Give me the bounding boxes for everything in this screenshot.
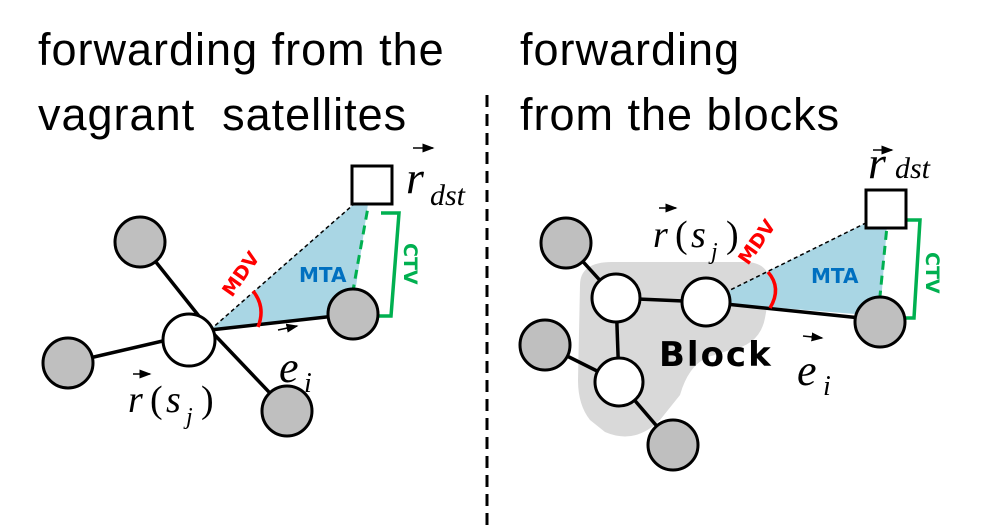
right-block-node-1 [590,272,642,324]
right-node-left [518,318,572,372]
right-rsj-r: r [653,214,668,256]
right-title-line2: from the blocks [520,89,840,140]
left-node-sj [161,312,217,368]
left-title-line1: forwarding from the [38,24,445,75]
right-mdv-arc [766,270,778,309]
right-node-top [539,216,593,270]
left-mta-label: MTA [299,263,347,287]
left-destination-square [350,164,394,206]
left-ei-e: e [279,343,299,392]
block-label: Block [659,335,773,375]
right-ctv-label: CTV [921,252,943,294]
right-ctv-dashed [878,215,890,297]
right-block-node-2 [680,276,732,328]
left-dst-sub: dst [430,179,466,212]
right-mdv-label: MDV [734,216,781,269]
left-ei-i: i [304,368,312,399]
right-ei-arrow [802,332,824,342]
left-direct-line [209,189,371,331]
right-edge-ei [705,300,881,322]
right-mta-region [706,212,888,316]
right-mta-label: MTA [811,264,859,288]
right-rsj-j: j [708,239,718,265]
left-rsj-s: s [166,379,181,421]
left-node-top [113,215,167,269]
left-node-bottom [260,384,314,438]
left-diagram: MDV MTA CTV r dst r ( s j ) e i [41,143,466,438]
right-ei-e: e [797,346,817,395]
left-ctv-bracket [372,211,401,318]
left-dst-r: r [406,152,425,203]
left-ctv-label: CTV [399,243,421,285]
right-dst-sub: dst [895,152,931,185]
right-node-bottom [646,418,700,472]
right-destination-square [864,188,908,230]
right-title-line1: forwarding [520,24,740,75]
right-dst-r: r [868,137,887,188]
left-rsj-open: ( [150,379,163,421]
right-node-ei [853,295,907,349]
right-block-node-3 [593,356,645,408]
right-rsj-s: s [691,214,706,256]
left-title-line2: vagrant satellites [38,89,407,140]
left-rsj-j: j [183,404,193,430]
left-node-ei [326,287,380,341]
right-direct-line [705,211,889,303]
right-diagram: Block MDV MTA CTV r dst r ( s j ) e i [518,137,943,472]
left-node-left [41,336,95,390]
left-rsj-r: r [128,379,143,421]
right-ei-i: i [823,371,831,402]
right-rsj-open: ( [675,214,688,256]
left-ei-arrow [277,323,299,333]
right-rsj-close: ) [726,214,739,256]
left-rsj-close: ) [201,379,214,421]
left-mdv-arc [251,289,263,328]
left-ctv-dashed [350,195,372,297]
